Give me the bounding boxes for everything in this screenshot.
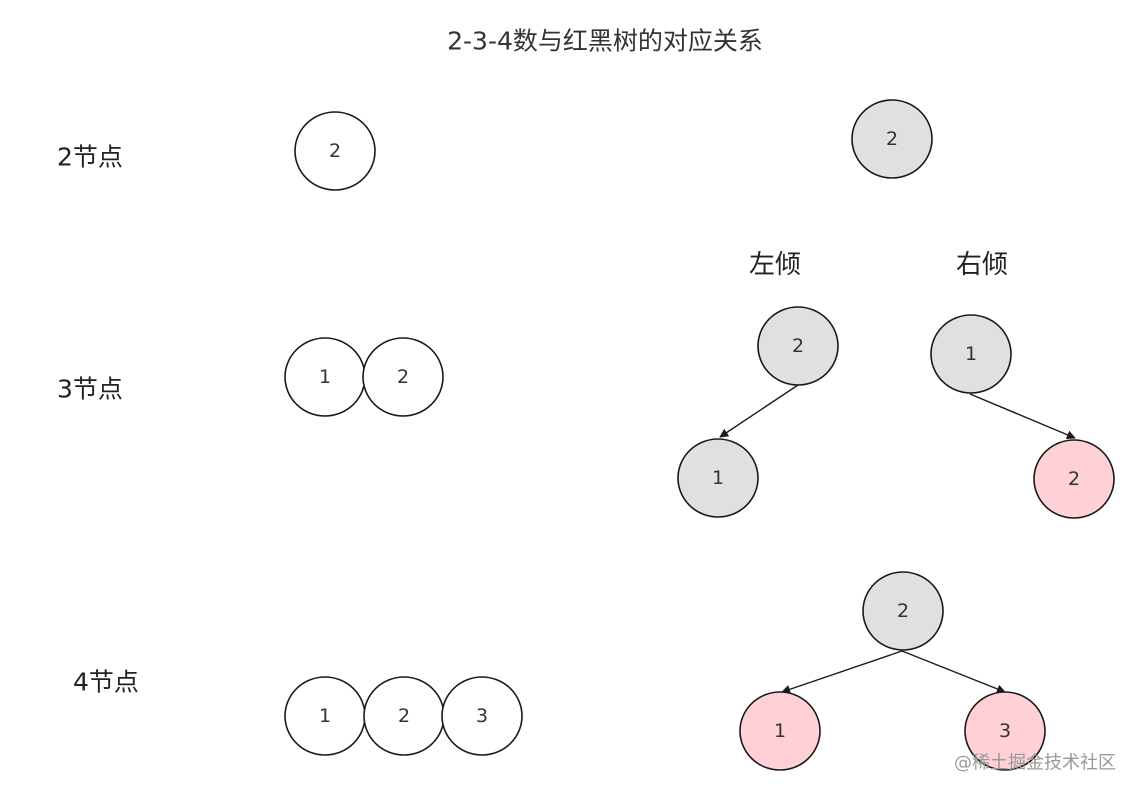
rb-node-left-lean-root: 2: [757, 306, 839, 386]
rb-node-2node-root: 2: [851, 99, 933, 179]
node-label: 1: [774, 720, 786, 742]
node-label: 2: [397, 366, 409, 388]
node-label: 3: [999, 720, 1011, 742]
row-label-2node: 2节点: [57, 143, 123, 172]
node-label: 1: [965, 343, 977, 365]
node-circle: [739, 691, 821, 771]
node-label: 2: [329, 140, 341, 162]
node-234-3node: 1 2: [284, 337, 444, 417]
rb-node-4node-left: 1: [739, 691, 821, 771]
node-circle: [441, 676, 523, 756]
rb-node-4node-root: 2: [862, 571, 944, 651]
node-label: 2: [886, 128, 898, 150]
node-label: 2: [1068, 468, 1080, 490]
node-234-2node: 2: [294, 111, 376, 191]
rb-node-right-lean-child: 2: [1033, 439, 1115, 519]
caption-right-lean: 右倾: [956, 250, 1008, 280]
diagram-title: 2-3-4数与红黑树的对应关系: [447, 27, 763, 56]
edge-4node-right: [901, 650, 1006, 694]
node-circle: [862, 571, 944, 651]
node-circle: [362, 337, 444, 417]
node-label: 2: [897, 600, 909, 622]
node-label: 1: [319, 366, 331, 388]
node-circle: [757, 306, 839, 386]
node-label: 2: [398, 705, 410, 727]
node-circle: [930, 314, 1012, 394]
node-label: 2: [792, 335, 804, 357]
node-circle: [1033, 439, 1115, 519]
node-circle: [964, 691, 1046, 771]
node-label: 3: [476, 705, 488, 727]
node-label: 1: [712, 467, 724, 489]
watermark: @稀土掘金技术社区: [954, 753, 1116, 774]
rb-node-4node-right: 3: [964, 691, 1046, 771]
caption-left-lean: 左倾: [749, 250, 801, 280]
node-circle: [851, 99, 933, 179]
rb-node-left-lean-child: 1: [677, 438, 759, 518]
row-label-4node: 4节点: [73, 668, 139, 697]
node-234-4node: 1 2 3: [284, 676, 523, 756]
edge-4node-left: [781, 650, 903, 694]
rb-node-right-lean-root: 1: [930, 314, 1012, 394]
node-circle: [677, 438, 759, 518]
edge-left-lean: [719, 384, 799, 438]
node-label: 1: [319, 705, 331, 727]
edge-right-lean: [969, 393, 1076, 440]
row-label-3node: 3节点: [57, 375, 123, 404]
node-circle: [294, 111, 376, 191]
